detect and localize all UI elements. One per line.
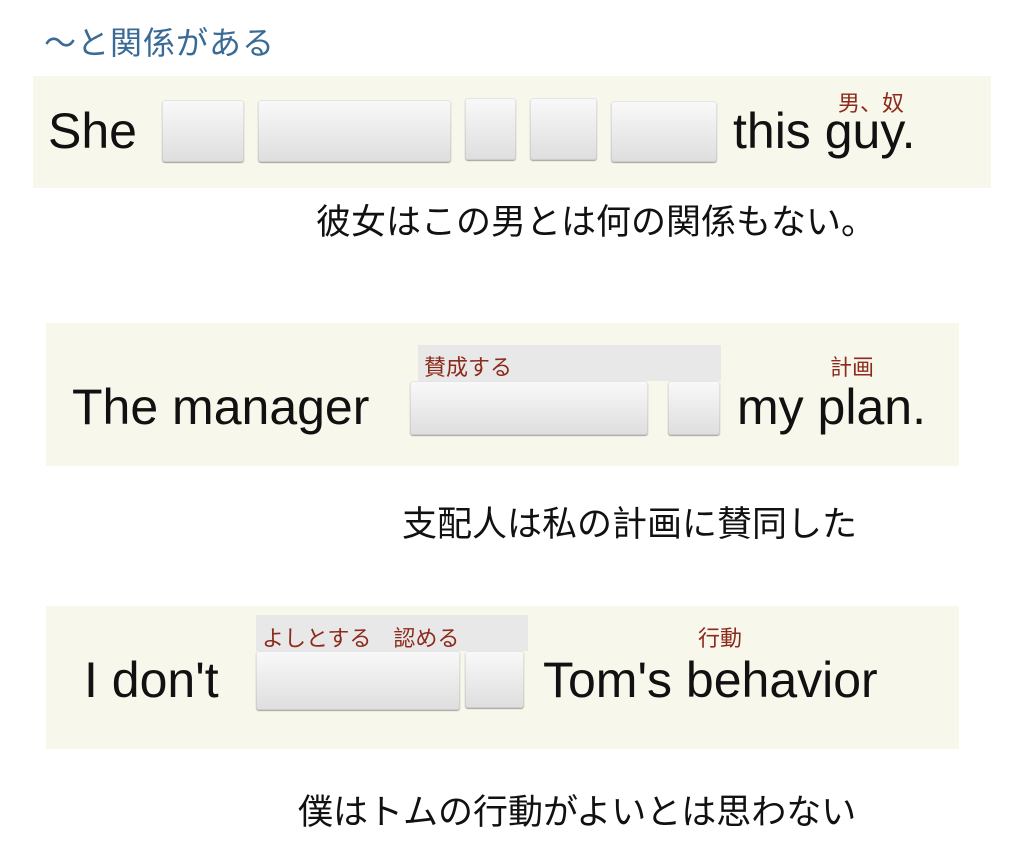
sentence-1-translation: 彼女はこの男とは何の関係もない。 [316, 203, 877, 243]
sentence-2-blank-2[interactable] [668, 381, 720, 435]
sentence-3-translation: 僕はトムの行動がよいとは思わない [298, 793, 857, 833]
sentence-3-prefix: I don't [84, 652, 219, 708]
section-heading: 〜と関係がある [44, 24, 276, 62]
sentence-1-gloss-guy: 男、奴 [838, 92, 905, 117]
sentence-2-prefix: The manager [72, 379, 370, 435]
sentence-3-blank-1[interactable] [256, 651, 460, 710]
sentence-2-translation: 支配人は私の計画に賛同した [402, 505, 858, 545]
sentence-2-gloss-agree: 賛成する [424, 356, 513, 381]
sentence-3-suffix: Tom's behavior [543, 652, 878, 708]
sentence-2-suffix: my plan. [737, 379, 926, 435]
sentence-2-gloss-bar [418, 345, 721, 381]
sentence-3-gloss-approve: よしとする 認める [262, 627, 460, 652]
sentence-1-blank-2[interactable] [258, 100, 451, 162]
sentence-3-blank-2[interactable] [465, 651, 524, 708]
sentence-1-blank-3[interactable] [465, 98, 516, 160]
sentence-3-gloss-bar [256, 615, 528, 651]
sentence-1-blank-1[interactable] [162, 100, 244, 162]
sentence-1-blank-5[interactable] [611, 101, 717, 162]
sentence-2-blank-1[interactable] [410, 381, 648, 435]
sentence-1-prefix: She [48, 103, 137, 159]
sentence-1-blank-4[interactable] [530, 98, 597, 160]
sentence-1-suffix: this guy. [733, 103, 916, 159]
sentence-2-gloss-plan: 計画 [830, 356, 875, 381]
sentence-3-gloss-behavior: 行動 [698, 627, 743, 652]
